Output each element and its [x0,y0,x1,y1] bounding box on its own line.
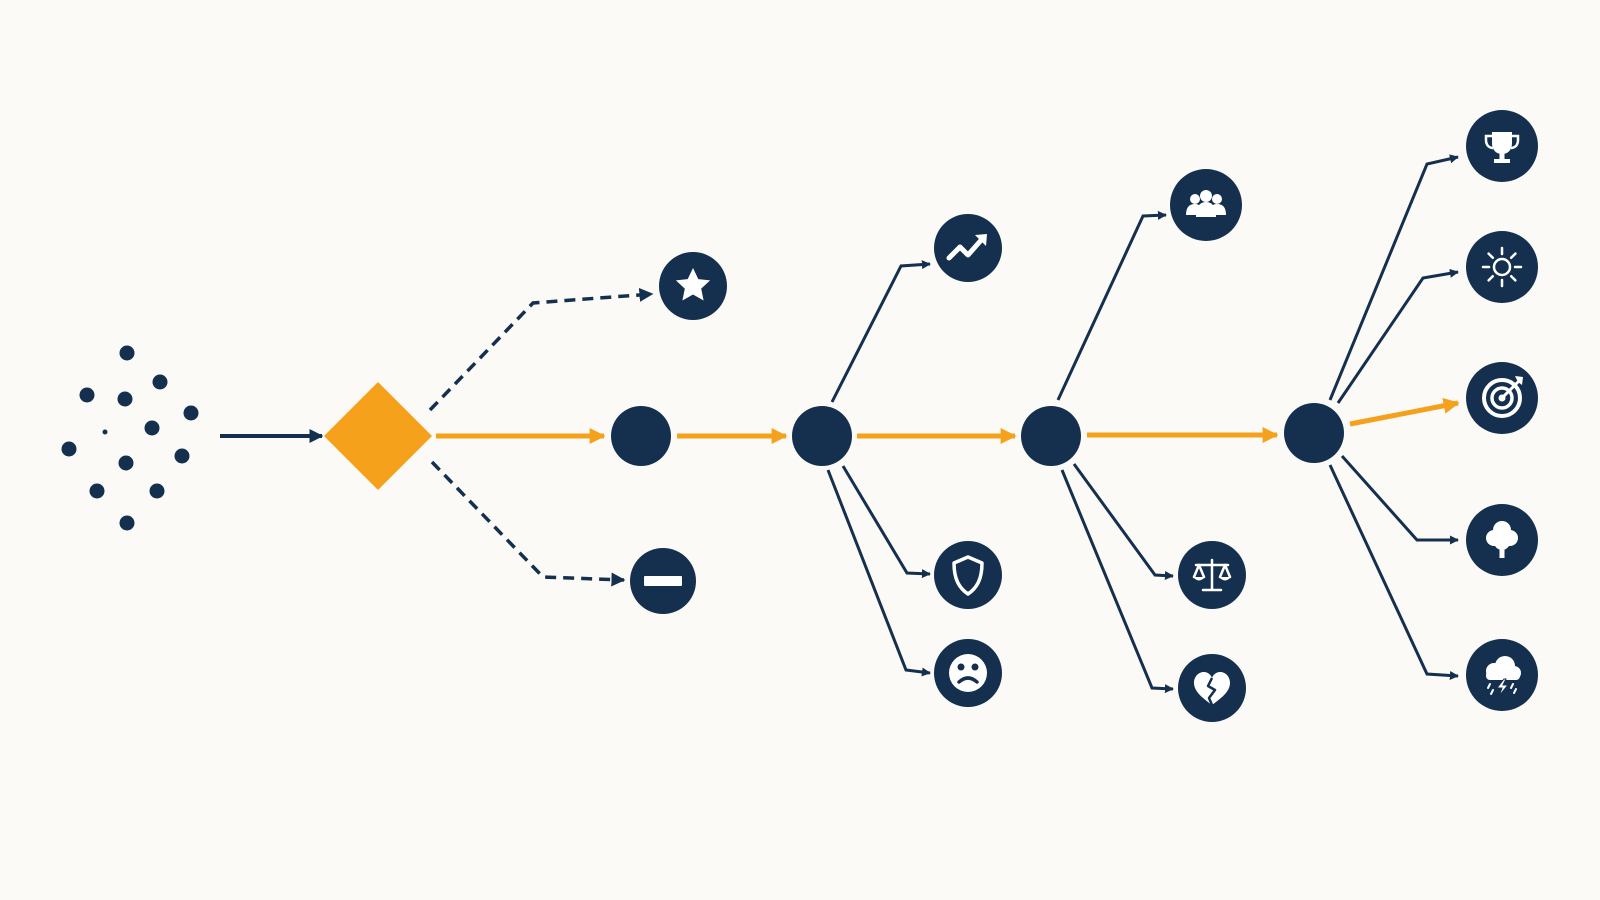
scatter-dot [102,429,108,435]
main-nodes [611,403,1344,466]
broken-heart-icon [1178,654,1246,722]
scatter-dot [118,455,134,471]
branch-node4-tree [1340,455,1459,545]
branch-node2-down [826,469,931,677]
scatter-dot [144,420,160,436]
decision-node-1 [611,406,671,466]
scatter-dot [61,441,77,457]
branch-node4-trophy [1328,154,1459,401]
sun-icon [1466,231,1538,303]
trophy-icon [1466,110,1538,182]
minus-icon [630,548,696,614]
tree-icon [1466,504,1538,576]
scatter-dot [79,387,95,403]
branch-node4-storm [1328,464,1459,680]
storm-cloud-icon [1466,639,1538,711]
branch-node3-mid [1072,463,1174,581]
branch-node4-sun [1336,268,1459,404]
scatter-dot [152,374,168,390]
dashed-branch-up [428,287,654,412]
sad-face-icon [934,639,1002,707]
decision-node-3 [1021,406,1081,466]
main-path-segment [1349,397,1460,427]
scatter-dots [61,345,199,531]
scatter-dot [149,483,165,499]
scatter-dot [119,515,135,531]
branch-node3-up [1056,210,1167,401]
decision-node-2 [792,406,852,466]
scales-icon [1178,541,1246,609]
decision-node-4 [1284,403,1344,463]
people-icon [1170,169,1242,241]
main-path [436,397,1460,444]
target-icon [1466,362,1538,434]
trending-up-icon [934,214,1002,282]
scatter-dot [119,345,135,361]
scatter-dot [183,405,199,421]
star-icon [659,252,727,320]
scatter-dot [117,391,133,407]
branch-node2-up [830,260,931,403]
solid-branches [826,154,1459,694]
branch-node3-down [1060,469,1174,694]
scatter-dot [174,448,190,464]
branch-node2-mid [841,465,931,579]
scatter-dot [89,483,105,499]
shield-icon [934,541,1002,609]
decision-diamond [324,382,432,490]
